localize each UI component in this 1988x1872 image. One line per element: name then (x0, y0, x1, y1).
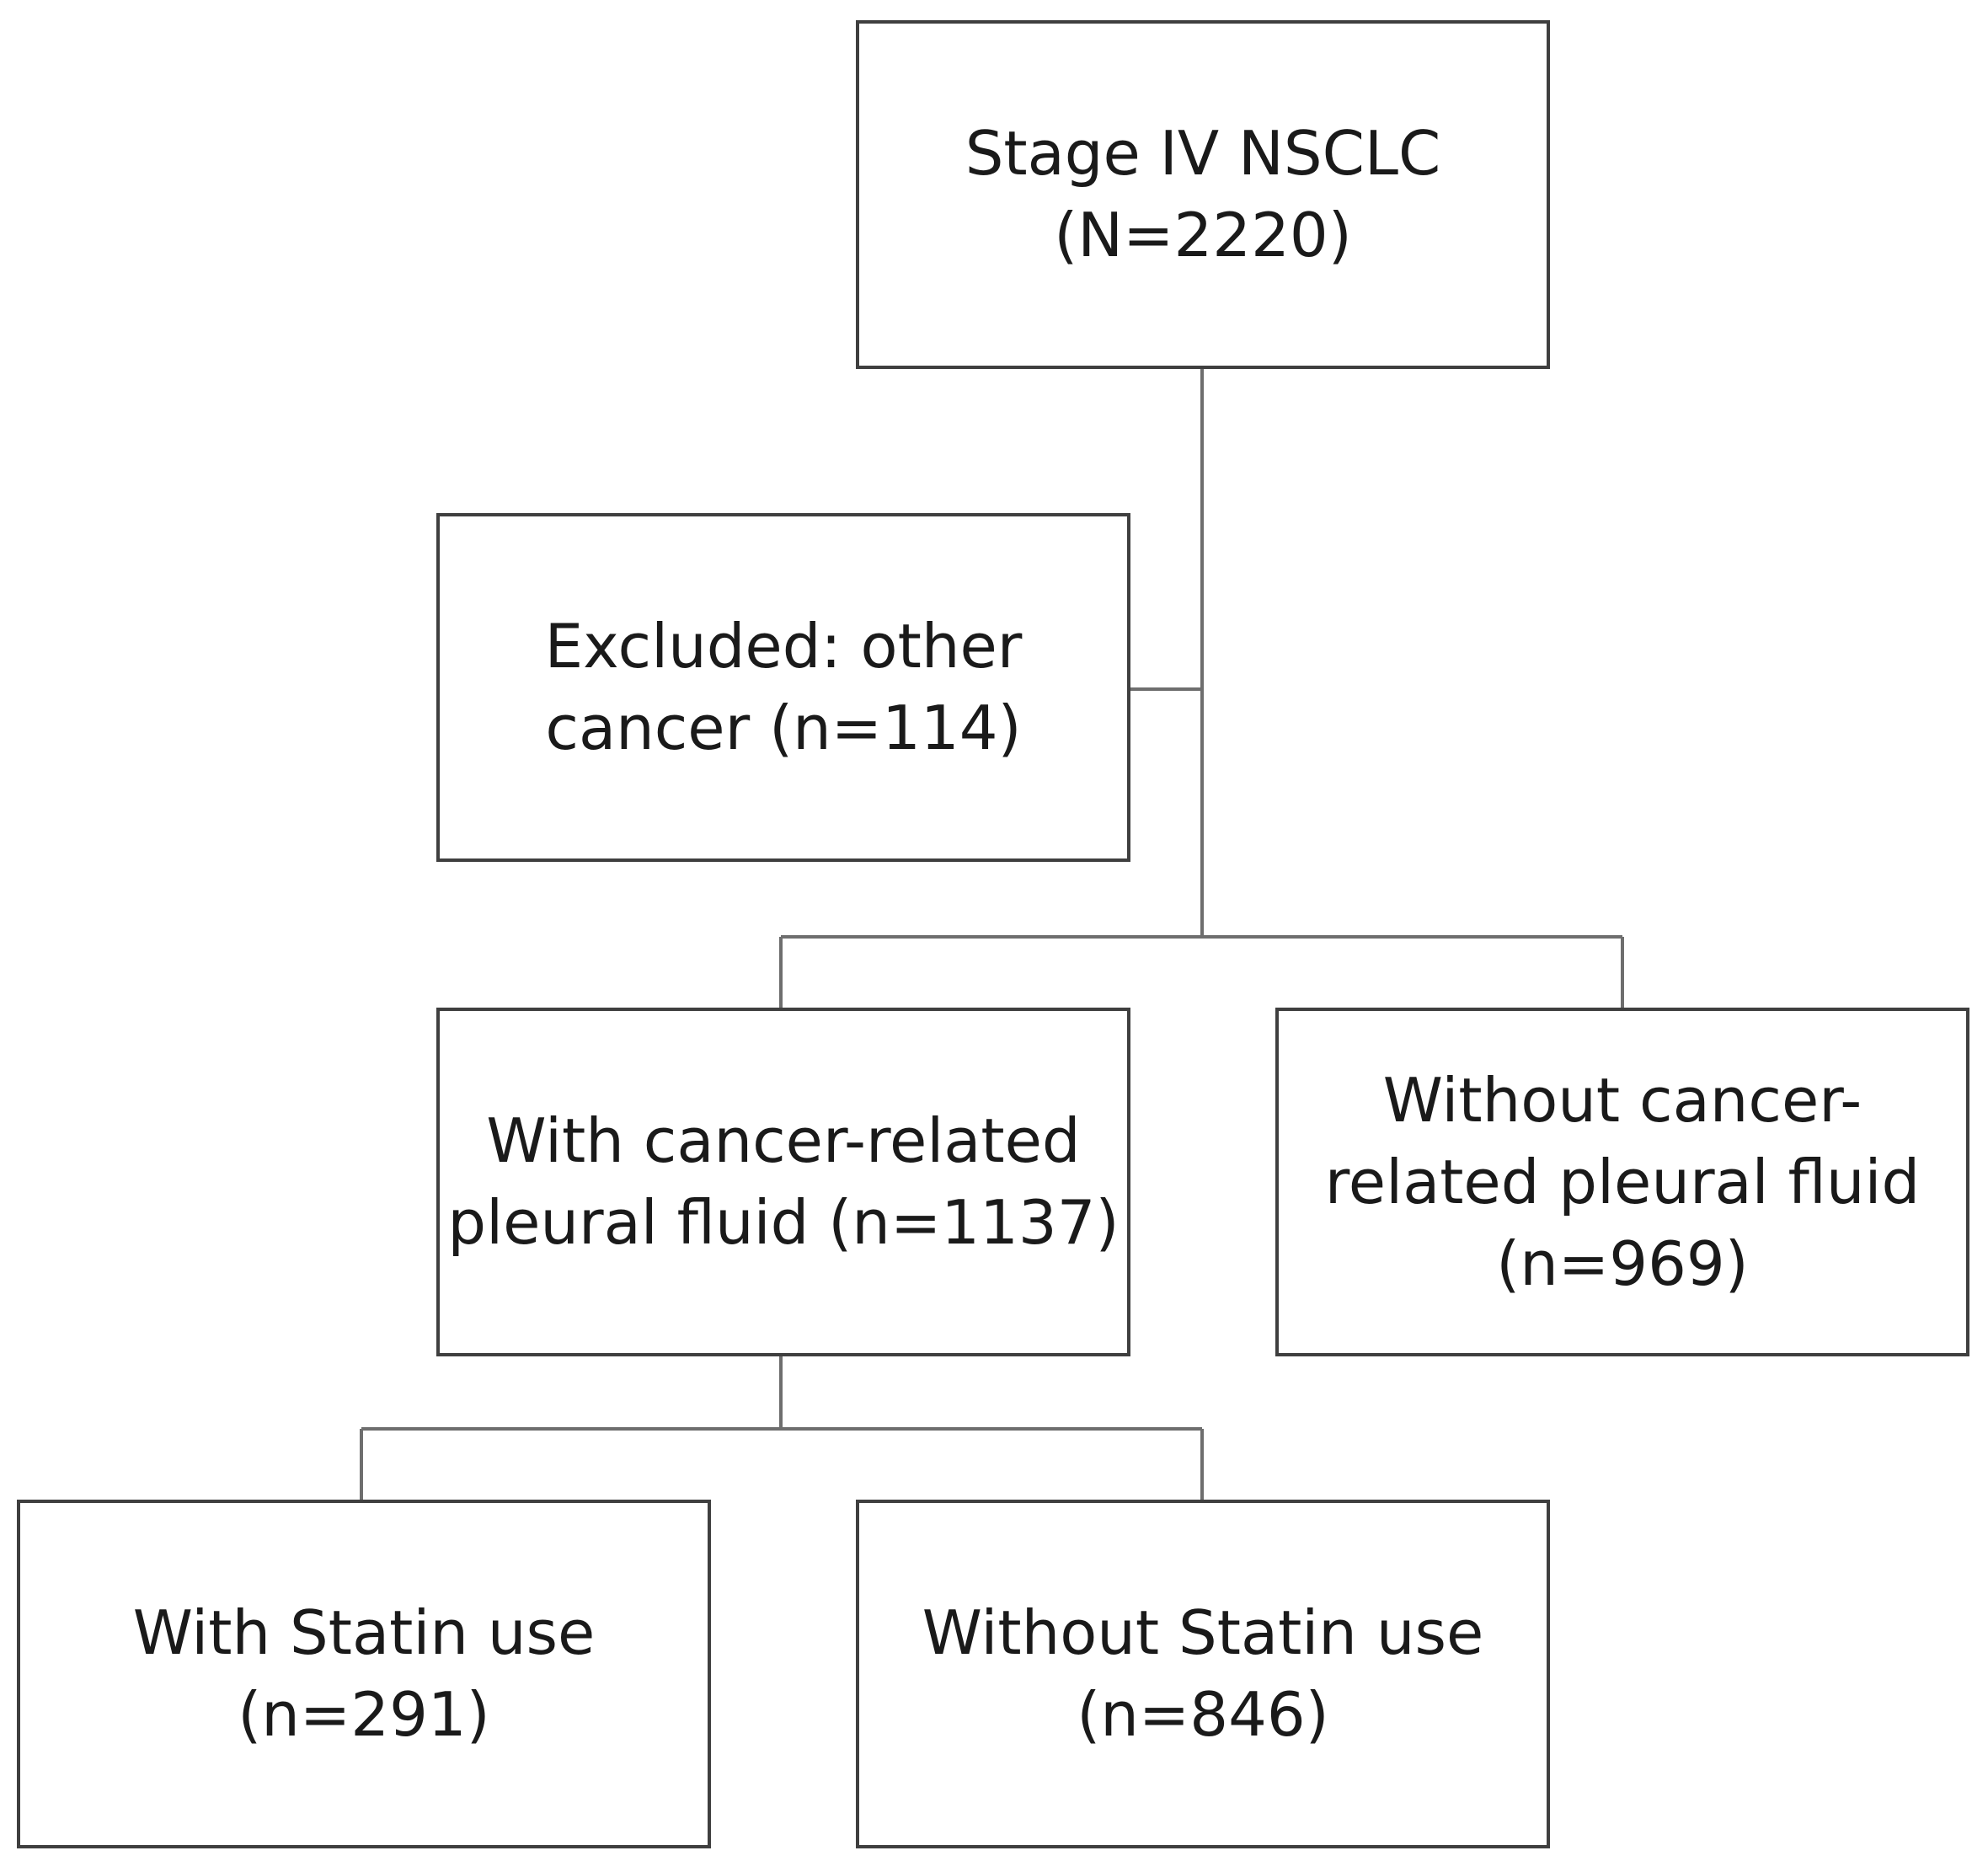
with-statin-label-line-1: With Statin use (132, 1597, 596, 1668)
without-fluid-label-line-3: (n=969) (1496, 1227, 1749, 1299)
excluded-box: Excluded: other cancer (n=114) (436, 513, 1130, 862)
without-statin-label: Without Statin use (n=846) (922, 1592, 1484, 1756)
root-label: Stage IV NSCLC (N=2220) (965, 113, 1441, 276)
excluded-label: Excluded: other cancer (n=114) (545, 606, 1023, 769)
without-fluid-label-line-1: Without cancer- (1382, 1064, 1862, 1136)
without-statin-label-line-2: (n=846) (1077, 1679, 1329, 1750)
root-label-line-1: Stage IV NSCLC (965, 118, 1441, 189)
with-fluid-label-line-2: pleural fluid (n=1137) (447, 1187, 1120, 1258)
without-statin-label-line-1: Without Statin use (922, 1597, 1484, 1668)
excluded-label-line-1: Excluded: other (544, 611, 1023, 682)
with-fluid-label: With cancer-related pleural fluid (n=113… (447, 1100, 1119, 1264)
without-fluid-label: Without cancer- related pleural fluid (n… (1325, 1060, 1921, 1305)
with-fluid-box: With cancer-related pleural fluid (n=113… (436, 1008, 1130, 1356)
with-statin-label-line-2: (n=291) (238, 1679, 490, 1750)
root-box: Stage IV NSCLC (N=2220) (856, 20, 1550, 369)
excluded-label-line-2: cancer (n=114) (545, 693, 1022, 763)
without-fluid-box: Without cancer- related pleural fluid (n… (1275, 1008, 1969, 1356)
with-fluid-label-line-1: With cancer-related (486, 1105, 1081, 1176)
without-statin-box: Without Statin use (n=846) (856, 1500, 1550, 1848)
with-statin-label: With Statin use (n=291) (133, 1592, 596, 1756)
without-fluid-label-line-2: related pleural fluid (1324, 1146, 1921, 1217)
with-statin-box: With Statin use (n=291) (17, 1500, 711, 1848)
root-label-line-2: (N=2220) (1054, 200, 1352, 270)
